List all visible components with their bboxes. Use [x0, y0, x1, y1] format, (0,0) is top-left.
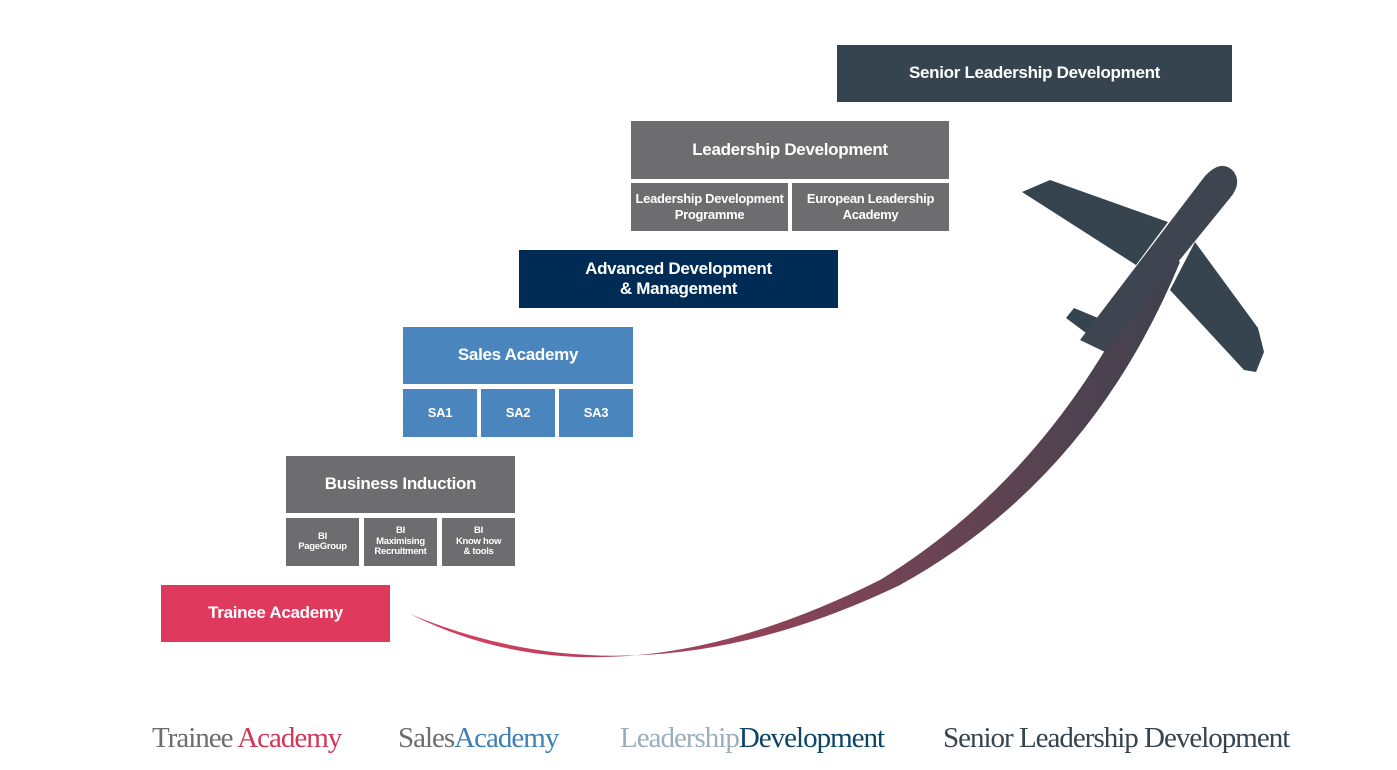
bi-label: BI [474, 525, 483, 537]
legend-part: Senior Leadership Development [943, 722, 1290, 754]
bi-maximising-box: BI Maximising Recruitment [364, 518, 437, 566]
european-leadership-box: European Leadership Academy [792, 183, 949, 231]
ldp-box: Leadership Development Programme [631, 183, 788, 231]
legend-part: Sales [398, 722, 455, 754]
airplane-icon [1022, 165, 1264, 372]
trainee-academy-box: Trainee Academy [161, 585, 390, 642]
sales-academy-box: Sales Academy [403, 327, 633, 384]
senior-leadership-box: Senior Leadership Development [837, 45, 1232, 102]
bi-sub-label: PageGroup [298, 541, 347, 552]
legend-part: Development [738, 722, 885, 754]
sa2-box: SA2 [481, 389, 555, 437]
advanced-line2: & Management [619, 279, 738, 298]
sa3-box: SA3 [559, 389, 633, 437]
bi-label: BI [318, 530, 327, 542]
legend: Trainee Academy SalesAcademy LeadershipD… [0, 722, 1397, 762]
advanced-development-box: Advanced Development & Management [519, 250, 838, 308]
bi-label: BI [396, 525, 405, 537]
bi-sub-label: Recruitment [374, 546, 427, 558]
legend-sales: SalesAcademy [398, 722, 559, 755]
leadership-development-box: Leadership Development [631, 121, 949, 179]
legend-part: Academy [454, 722, 559, 754]
bi-sub-label: Maximising [376, 535, 425, 547]
legend-leadership: LeadershipDevelopment [620, 722, 885, 755]
bi-sub-label: Know how [455, 535, 502, 547]
legend-part: Leadership [620, 722, 740, 754]
legend-senior: Senior Leadership Development [943, 722, 1290, 755]
bi-pagegroup-box: BI PageGroup [286, 518, 359, 566]
business-induction-box: Business Induction [286, 456, 515, 513]
bi-sub-label: & tools [463, 546, 494, 558]
sa1-box: SA1 [403, 389, 477, 437]
advanced-line1: Advanced Development [585, 258, 772, 278]
bi-knowhow-box: BI Know how & tools [442, 518, 515, 566]
legend-trainee: Trainee Academy [152, 722, 342, 755]
legend-part: Trainee [152, 722, 238, 754]
legend-part: Academy [237, 722, 342, 754]
flight-trail [410, 248, 1180, 658]
